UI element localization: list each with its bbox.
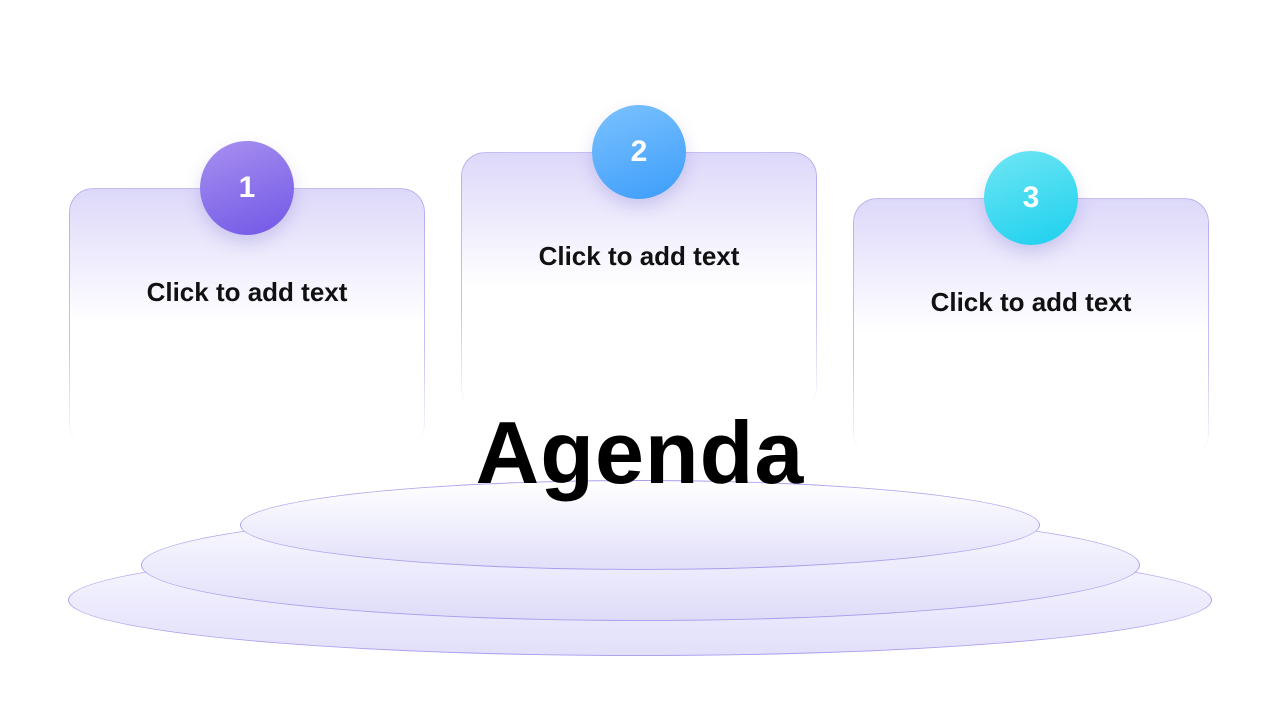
- podium-top-ellipse: [240, 480, 1040, 570]
- number-badge-2: 2: [592, 105, 686, 199]
- number-badge-3: 3: [984, 151, 1078, 245]
- agenda-item-text-3[interactable]: Click to add text: [930, 287, 1132, 317]
- number-badge-1: 1: [200, 141, 294, 235]
- agenda-item-text-1[interactable]: Click to add text: [146, 277, 348, 307]
- agenda-item-text-2[interactable]: Click to add text: [538, 241, 740, 271]
- slide-title[interactable]: Agenda: [475, 403, 805, 502]
